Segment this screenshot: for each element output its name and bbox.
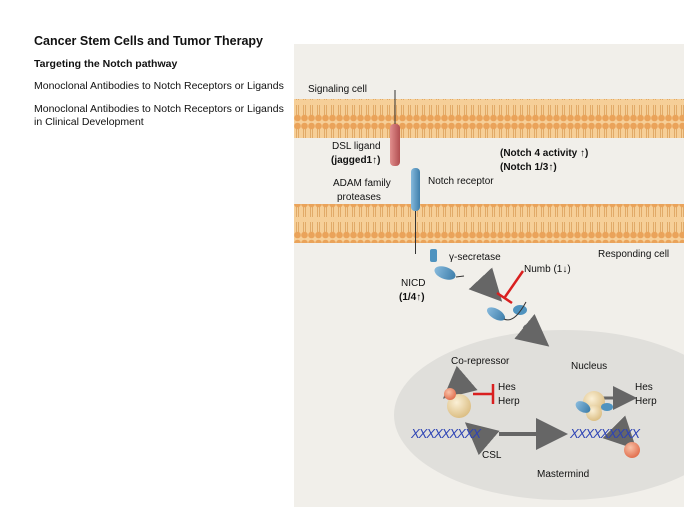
numb-inhibit-line [503, 270, 525, 298]
notch-receptor [411, 168, 420, 211]
link-antibodies-clinical[interactable]: Monoclonal Antibodies to Notch Receptors… [34, 103, 284, 128]
label-nicd: NICD [401, 278, 425, 289]
dna-left: XXXXXXXXX [410, 426, 482, 441]
responding-cell-membrane [294, 204, 684, 243]
notch-pathway-diagram: XXXXXXXXX XXXXXXXXX Signaling cell Respo… [294, 44, 700, 507]
label-herp-left: Herp [498, 396, 520, 407]
label-hes-right: Hes [635, 382, 653, 393]
repressor-ball [447, 394, 471, 418]
label-adam-1: ADAM family [333, 178, 391, 189]
label-hes-left: Hes [498, 382, 516, 393]
page-title: Cancer Stem Cells and Tumor Therapy [34, 34, 263, 48]
nicd-in-nucleus-2 [601, 403, 613, 411]
nicd-fragment [430, 249, 437, 262]
label-notch4: (Notch 4 activity ↑) [500, 148, 588, 159]
released-nicd-2 [513, 305, 527, 315]
label-numb: Numb (1↓) [524, 264, 571, 275]
dna-right: XXXXXXXXX [569, 426, 641, 441]
label-signaling-cell: Signaling cell [308, 84, 367, 95]
notch-diagram-svg: XXXXXXXXX XXXXXXXXX Signaling cell Respo… [294, 44, 700, 507]
label-csl: CSL [482, 450, 502, 461]
arrow-to-nucleus [514, 313, 550, 347]
sidebar: Cancer Stem Cells and Tumor Therapy Targ… [34, 34, 284, 139]
dsl-ligand [390, 124, 400, 166]
nicd-domain [434, 266, 456, 280]
label-gamma-secretase: γ-secretase [449, 252, 501, 263]
label-responding-cell: Responding cell [598, 249, 669, 260]
label-herp-right: Herp [635, 396, 657, 407]
released-ball [624, 442, 640, 458]
label-jagged: (jagged1↑) [331, 155, 380, 166]
link-antibodies[interactable]: Monoclonal Antibodies to Notch Receptors… [34, 80, 284, 92]
label-corepressor: Co-repressor [451, 356, 510, 367]
arrow-corepressor [442, 365, 478, 399]
label-nucleus: Nucleus [571, 361, 607, 372]
label-adam-2: proteases [337, 192, 381, 203]
signaling-cell-membrane [294, 99, 684, 138]
nicd-in-nucleus [575, 401, 591, 413]
label-mastermind: Mastermind [537, 469, 589, 480]
released-nicd [486, 307, 506, 321]
corepressor-ball [444, 388, 456, 400]
arrow-csl [464, 422, 500, 456]
label-dsl-ligand: DSL ligand [332, 141, 381, 152]
label-nicd-sub: (1/4↑) [399, 292, 425, 303]
arrow-gamma [468, 267, 503, 302]
numb-inhibit-bar [496, 291, 513, 305]
label-notch-receptor: Notch receptor [428, 176, 494, 187]
section-subtitle: Targeting the Notch pathway [34, 58, 178, 70]
arrow-mastermind [602, 415, 637, 450]
label-notch13: (Notch 1/3↑) [500, 162, 557, 173]
nicd-tail [455, 275, 465, 278]
